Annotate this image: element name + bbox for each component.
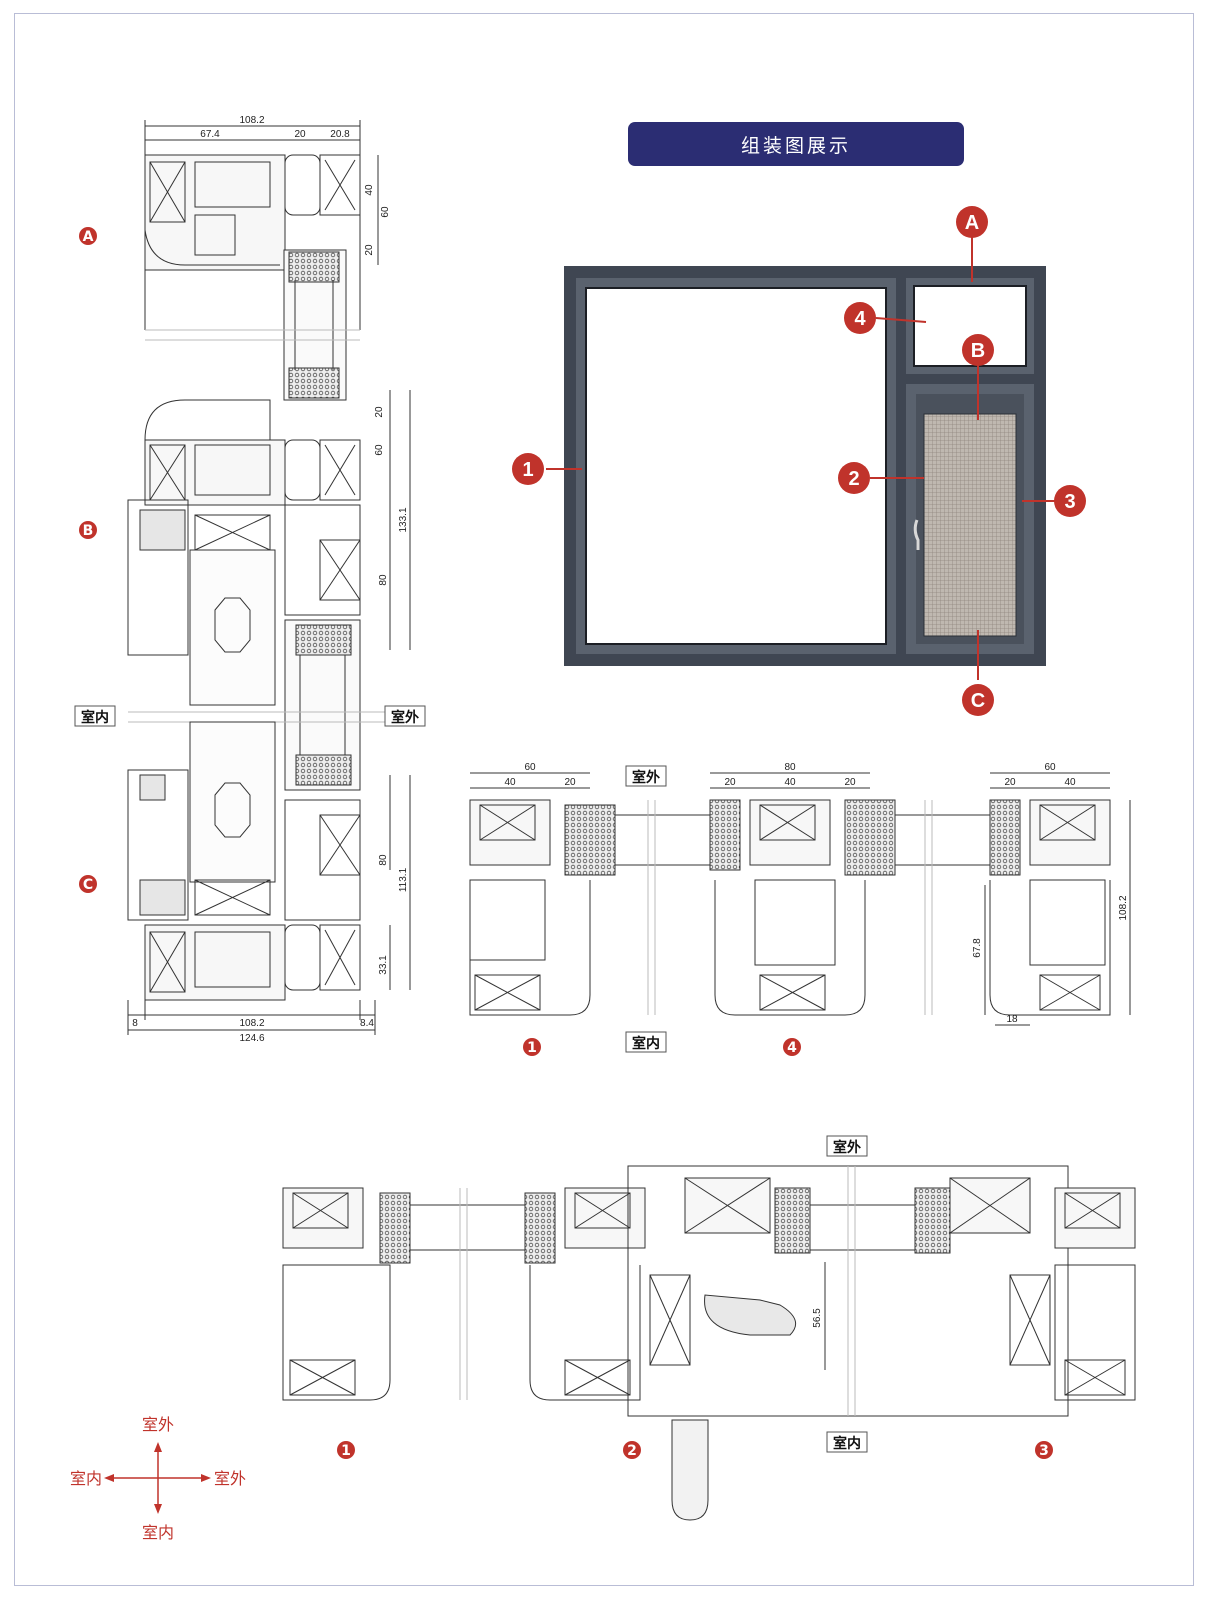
vertical-section	[127, 120, 411, 1035]
dim-b-2: 60	[374, 444, 385, 456]
marker-b-3: 3	[1039, 1443, 1049, 1459]
dim-h4-b: 40	[784, 777, 796, 788]
dim-h1-a: 40	[504, 777, 516, 788]
dim-bottom-4: 124.6	[239, 1033, 264, 1044]
dim-h4-total: 80	[784, 762, 796, 773]
label-outdoor-top: 室外	[632, 769, 660, 786]
callout-a: A	[965, 212, 979, 234]
marker-b-2: 2	[627, 1443, 637, 1459]
label-outdoor-bottom: 室外	[833, 1139, 861, 1156]
callout-2: 2	[848, 468, 859, 490]
marker-h-4: 4	[787, 1040, 797, 1056]
dim-h1-b: 20	[564, 777, 576, 788]
dim-h-18: 18	[1006, 1014, 1018, 1025]
callout-1: 1	[522, 459, 533, 481]
callout-4: 4	[854, 308, 866, 330]
dim-a-2: 60	[380, 206, 391, 218]
dim-h3-a: 20	[1004, 777, 1016, 788]
dim-a-3: 20	[364, 244, 375, 256]
dim-top-1: 67.4	[200, 129, 220, 140]
page-title: 组装图展示	[628, 122, 964, 166]
window-elevation	[564, 266, 1046, 666]
compass-down: 室内	[142, 1523, 174, 1542]
window-callout-bubbles: A 4 B 1 2 3 C	[512, 206, 1086, 716]
dim-b-4: 80	[378, 574, 389, 586]
marker-h-1: 1	[527, 1040, 537, 1056]
marker-a: A	[83, 229, 94, 245]
dim-b-1: 20	[374, 406, 385, 418]
compass-left: 室内	[70, 1469, 102, 1488]
horizontal-section-bottom-labels: 56.5 室外 室内 1 2 3	[337, 1135, 1053, 1459]
horizontal-section-top	[469, 772, 1131, 1026]
page-border	[14, 13, 1194, 1586]
vertical-section-markers: A B C	[79, 227, 97, 893]
dim-h-67: 67.8	[972, 938, 983, 958]
dim-bottom-3: 8.4	[360, 1018, 374, 1029]
orientation-compass: 室外 室内 室内 室外	[70, 1415, 246, 1542]
dim-top-3: 20.8	[330, 129, 350, 140]
dim-h1-total: 60	[524, 762, 536, 773]
dim-h3-b: 40	[1064, 777, 1076, 788]
dim-c-3: 33.1	[378, 955, 389, 975]
dim-h-height: 108.2	[1118, 895, 1129, 920]
horizontal-section-bottom	[282, 1165, 1136, 1521]
dim-56: 56.5	[812, 1308, 823, 1328]
dim-bottom-1: 8	[132, 1018, 138, 1029]
label-indoor-top: 室内	[632, 1035, 660, 1052]
label-outdoor-left: 室外	[391, 709, 419, 726]
dim-h4-a: 20	[724, 777, 736, 788]
compass-right: 室外	[214, 1469, 246, 1488]
dim-b-3: 133.1	[398, 507, 409, 532]
window-callouts	[546, 232, 1070, 680]
dim-c-2: 113.1	[398, 867, 409, 892]
dim-c-1: 80	[378, 854, 389, 866]
dim-top-total: 108.2	[239, 115, 264, 126]
dim-bottom-2: 108.2	[239, 1018, 264, 1029]
label-indoor-left: 室内	[81, 709, 109, 726]
label-indoor-bottom: 室内	[833, 1435, 861, 1452]
callout-b: B	[971, 340, 985, 362]
vertical-section-dims: 108.2 67.4 20 20.8 40 60 20 20 60 133.1 …	[74, 115, 426, 1044]
callout-c: C	[971, 690, 985, 712]
dim-top-2: 20	[294, 129, 306, 140]
dim-h3-total: 60	[1044, 762, 1056, 773]
dim-h4-c: 20	[844, 777, 856, 788]
dim-a-1: 40	[364, 184, 375, 196]
compass-up: 室外	[142, 1415, 174, 1434]
marker-b-1: 1	[341, 1443, 351, 1459]
marker-c: C	[83, 877, 93, 893]
callout-3: 3	[1064, 491, 1075, 513]
horizontal-section-top-labels: 60 40 20 80 20 40 20 60 20 40 108.2 67.8…	[504, 762, 1129, 1056]
marker-b: B	[83, 523, 94, 539]
